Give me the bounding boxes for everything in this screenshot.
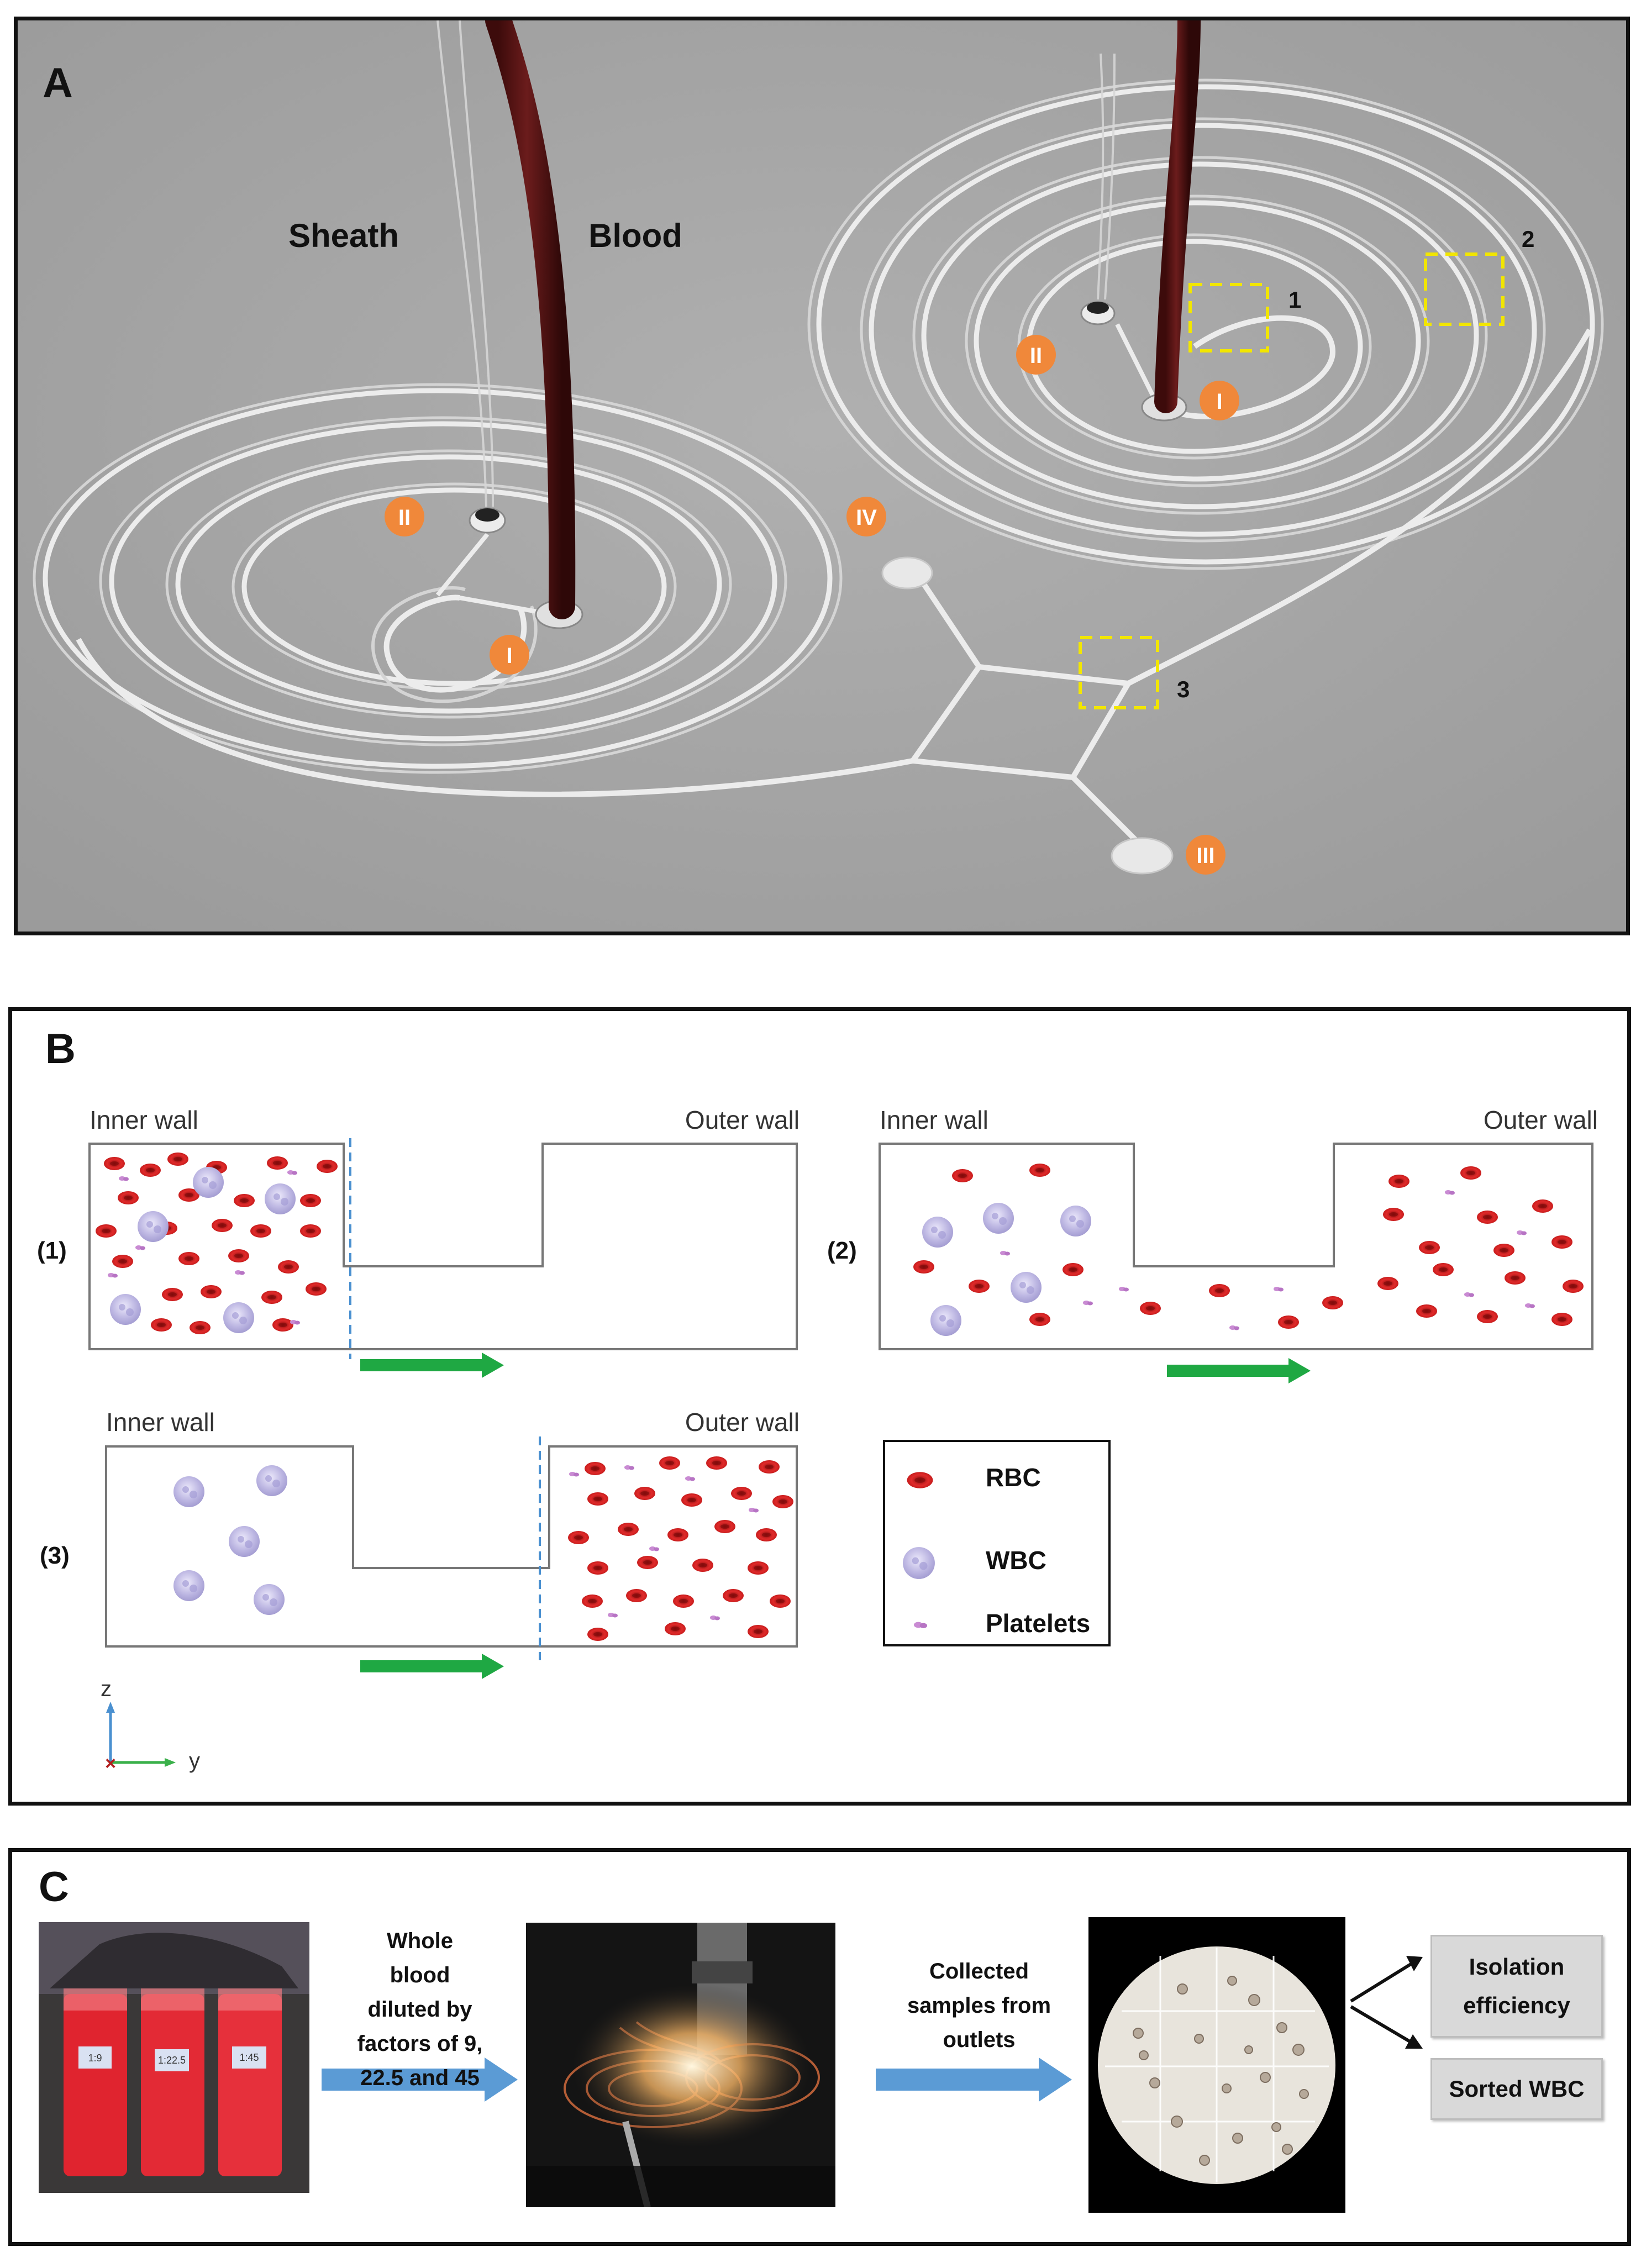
svg-text:1:45: 1:45 <box>239 2052 259 2063</box>
axes-indicator: z y × <box>101 1677 200 1774</box>
svg-text:II: II <box>1030 344 1042 368</box>
section-2-id: (2) <box>827 1237 857 1264</box>
blood-tubes-photo: 1:9 1:22.5 1:45 <box>39 1922 309 2193</box>
panel-a-label: A <box>43 60 73 107</box>
tube-1: 1:9 <box>64 1988 127 2176</box>
isolation-efficiency-box: Isolation efficiency <box>1430 1935 1603 2038</box>
panel-a: 1 2 3 Sheath Blood I II III IV I II A <box>14 17 1630 935</box>
legend-rbc: RBC <box>986 1463 1041 1492</box>
section-1-arrow <box>360 1353 504 1378</box>
section-1-cells <box>96 1153 338 1334</box>
section-2-outer-wall: Outer wall <box>1484 1106 1598 1134</box>
outlet-network <box>76 328 1592 851</box>
step-2-text: Collected samples from outlets <box>907 1959 1051 2052</box>
svg-text:I: I <box>1216 390 1222 414</box>
section-1-inner-wall: Inner wall <box>90 1106 198 1134</box>
section-2-channel-outline <box>879 1143 1593 1350</box>
section-2: Inner wall Outer wall (2) <box>827 1106 1598 1383</box>
outlet-markers: I II III IV I II <box>385 335 1239 875</box>
svg-text:z: z <box>101 1677 112 1701</box>
roi-label-2: 2 <box>1522 226 1534 252</box>
svg-text:I: I <box>506 644 512 668</box>
section-1-id: (1) <box>37 1237 67 1264</box>
microscope-photo <box>1088 1917 1345 2213</box>
section-3: Inner wall Outer wall (3) <box>40 1408 800 1679</box>
blood-label: Blood <box>588 217 682 254</box>
section-3-arrow <box>360 1654 504 1679</box>
panel-b: B <box>8 1007 1631 1806</box>
section-3-channel-outline <box>105 1445 798 1648</box>
device-photo <box>526 1923 835 2207</box>
roi-label-1: 1 <box>1288 287 1301 313</box>
roi-boxes <box>1079 252 1505 709</box>
panel-a-illustration: 1 2 3 Sheath Blood I II III IV I II <box>18 20 1626 932</box>
sorted-wbc-box: Sorted WBC <box>1430 2058 1603 2120</box>
panel-b-label: B <box>45 1025 76 1072</box>
flow-arrow-2 <box>876 2057 1072 2102</box>
svg-text:y: y <box>189 1749 200 1773</box>
section-3-inner-wall: Inner wall <box>106 1408 215 1436</box>
right-blood-tube <box>1154 20 1201 413</box>
section-1: Inner wall Outer wall (1) <box>37 1106 800 1378</box>
sheath-tubes <box>436 20 1116 507</box>
section-2-inner-wall: Inner wall <box>880 1106 988 1134</box>
section-1-channel-outline <box>88 1143 798 1350</box>
svg-text:III: III <box>1196 844 1214 868</box>
section-2-arrow <box>1167 1358 1311 1383</box>
svg-text:II: II <box>398 506 411 530</box>
step-1-text: Whole blood diluted by factors of 9, 22.… <box>357 1929 483 2090</box>
roi-label-3: 3 <box>1177 676 1190 702</box>
svg-text:IV: IV <box>856 506 877 530</box>
svg-text:×: × <box>105 1753 116 1774</box>
observed-cells <box>1133 1976 1309 2166</box>
section-3-id: (3) <box>40 1542 70 1569</box>
section-3-outer-wall: Outer wall <box>685 1408 800 1436</box>
svg-text:1:9: 1:9 <box>88 2053 102 2064</box>
panel-c: C 1:9 1:22.5 1:45 Whole blood <box>8 1848 1631 2246</box>
section-3-cells <box>173 1456 793 1641</box>
section-1-outer-wall: Outer wall <box>685 1106 800 1134</box>
svg-text:1:22.5: 1:22.5 <box>158 2055 186 2066</box>
tube-2: 1:22.5 <box>141 1988 204 2176</box>
left-blood-tube <box>485 20 576 619</box>
section-2-cells <box>913 1164 1584 1336</box>
cell-legend: RBC WBC Platelets <box>883 1440 1111 1646</box>
legend-wbc: WBC <box>986 1546 1046 1575</box>
flow-arrow-1 <box>322 2057 518 2102</box>
tube-3: 1:45 <box>218 1988 282 2176</box>
panel-c-label: C <box>39 1864 69 1911</box>
legend-platelets: Platelets <box>986 1609 1090 1638</box>
panel-b-diagram: Inner wall Outer wall (1) <box>37 1106 1598 1774</box>
outlet-reservoir-iv <box>881 556 933 590</box>
outlet-reservoir-iii <box>1111 837 1174 875</box>
sheath-label: Sheath <box>288 217 399 254</box>
output-arrows <box>1350 1956 1423 2049</box>
